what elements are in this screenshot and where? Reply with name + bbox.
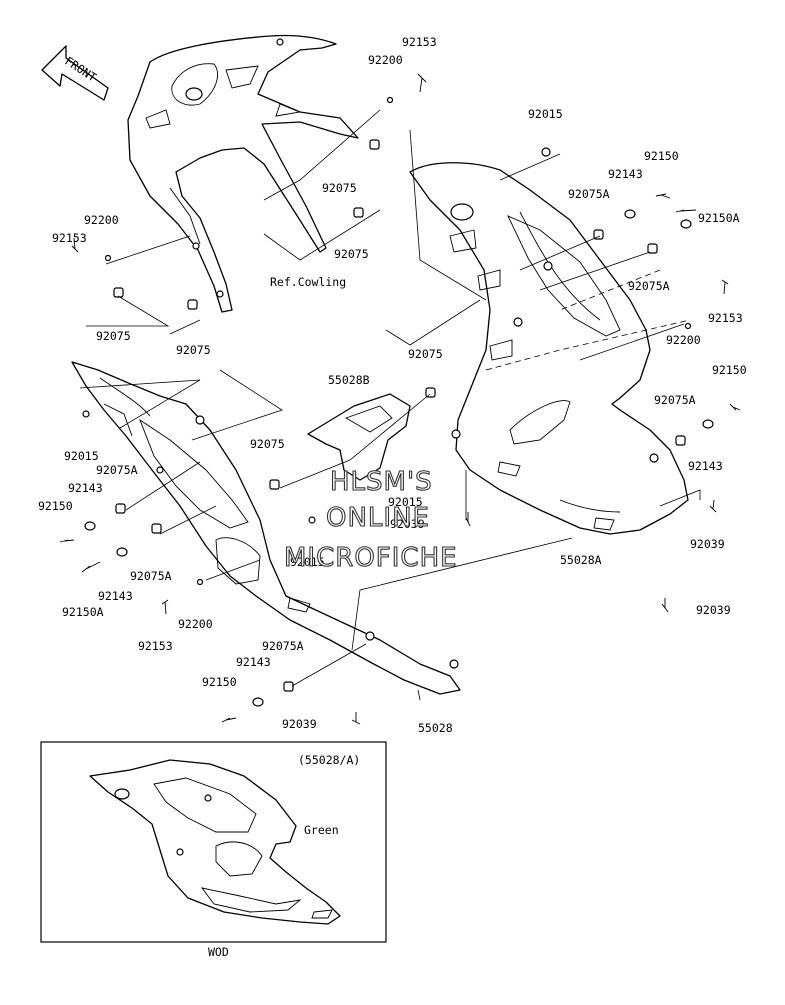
inset-panel: (55028/A) Green bbox=[40, 741, 387, 943]
part-label-92153-left-b: 92153 bbox=[138, 639, 173, 653]
part-label-92153-top: 92153 bbox=[402, 35, 437, 49]
part-label-92150-right: 92150 bbox=[644, 149, 679, 163]
part-label-92075a-left: 92075A bbox=[96, 463, 138, 477]
fasteners bbox=[59, 73, 741, 725]
part-label-92075a-right-b: 92075A bbox=[628, 279, 670, 293]
part-label-92039-right: 92039 bbox=[690, 537, 725, 551]
part-label-92153-left: 92153 bbox=[52, 231, 87, 245]
part-label-92200-top: 92200 bbox=[368, 53, 403, 67]
part-label-92075a-left-b: 92075A bbox=[130, 569, 172, 583]
part-label-92075a-right-c: 92075A bbox=[654, 393, 696, 407]
part-label-92039-bottom: 92039 bbox=[282, 717, 317, 731]
part-label-92150-left: 92150 bbox=[38, 499, 73, 513]
part-label-92039-right-b: 92039 bbox=[696, 603, 731, 617]
part-label-92015-left: 92015 bbox=[64, 449, 99, 463]
part-label-92150a-left: 92150A bbox=[62, 605, 104, 619]
part-label-92075-left-b: 92075 bbox=[176, 343, 211, 357]
color-callout-label: Green bbox=[304, 823, 339, 837]
part-label-92200-left: 92200 bbox=[84, 213, 119, 227]
part-label-92143-right-b: 92143 bbox=[688, 459, 723, 473]
part-label-92075-center: 92075 bbox=[250, 437, 285, 451]
part-label-92200-left-b: 92200 bbox=[178, 617, 213, 631]
left-fairing-part bbox=[71, 361, 461, 695]
watermark-line-1: HLSM'S bbox=[330, 467, 433, 497]
part-label-92143-left: 92143 bbox=[68, 481, 103, 495]
part-label-92150a-right: 92150A bbox=[698, 211, 740, 225]
model-code-label: WOD bbox=[208, 945, 229, 959]
part-label-92143-right: 92143 bbox=[608, 167, 643, 181]
part-label-92015-right: 92015 bbox=[528, 107, 563, 121]
upper-cowling-reference bbox=[127, 34, 359, 313]
part-label-92075-upper-b: 92075 bbox=[334, 247, 369, 261]
ref-cowling-label: Ref.Cowling bbox=[270, 275, 346, 289]
part-label-55028a: 55028A bbox=[560, 553, 602, 567]
front-arrow-icon: FRONT bbox=[41, 45, 109, 101]
part-label-92075a-bottom: 92075A bbox=[262, 639, 304, 653]
part-label-92150-bottom: 92150 bbox=[202, 675, 237, 689]
watermark-line-3: MICROFICHE bbox=[284, 543, 458, 573]
part-label-92143-bottom: 92143 bbox=[236, 655, 271, 669]
part-label-55028b: 55028B bbox=[328, 373, 370, 387]
part-label-92039-mid: 92039 bbox=[390, 517, 425, 531]
part-labels: 92153 92200 92015 92150 92143 92075A 921… bbox=[38, 35, 747, 735]
part-label-92015-mid: 92015 bbox=[290, 555, 325, 569]
part-label-92075-mid: 92075 bbox=[408, 347, 443, 361]
part-label-55028: 55028 bbox=[418, 721, 453, 735]
part-label-92200-right: 92200 bbox=[666, 333, 701, 347]
part-label-92150-right-b: 92150 bbox=[712, 363, 747, 377]
part-label-92015-center: 92015 bbox=[388, 495, 423, 509]
part-label-92075-upper-a: 92075 bbox=[322, 181, 357, 195]
right-fairing-part bbox=[409, 162, 689, 535]
part-label-92143-left-b: 92143 bbox=[98, 589, 133, 603]
watermark-line-2: ONLINE bbox=[326, 503, 430, 533]
inner-bracket-part bbox=[307, 393, 411, 481]
part-label-92153-right: 92153 bbox=[708, 311, 743, 325]
watermark: HLSM'S ONLINE MICROFICHE bbox=[283, 466, 458, 573]
part-label-92075a-right: 92075A bbox=[568, 187, 610, 201]
front-label: FRONT bbox=[62, 54, 99, 85]
part-label-92075-left-a: 92075 bbox=[96, 329, 131, 343]
leader-lines bbox=[79, 109, 701, 831]
inset-label: (55028/A) bbox=[298, 753, 360, 767]
